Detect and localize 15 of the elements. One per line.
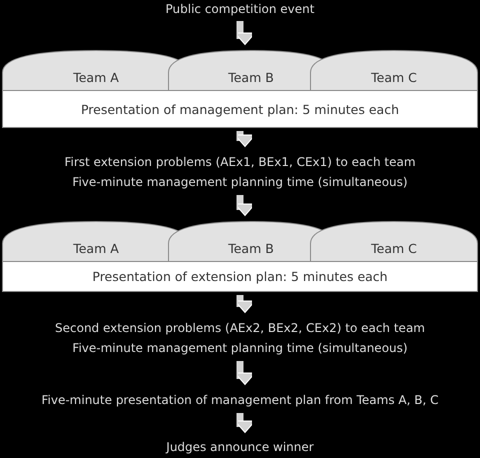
step-text: Second extension problems (AEx2, BEx2, CEx2) to each team — [55, 320, 425, 337]
team-label: Team A — [73, 241, 119, 256]
presentation-bar: Presentation of management plan: 5 minutes each — [2, 90, 478, 128]
step-text: Public competition event — [166, 1, 314, 18]
step-text: Five-minute management planning time (simultaneous) — [72, 174, 408, 191]
team-label: Team A — [73, 70, 119, 85]
team-label: Team B — [228, 241, 274, 256]
step-text: First extension problems (AEx1, BEx1, CEx1) to each team — [64, 154, 416, 171]
team-label: Team C — [371, 241, 417, 256]
team-label: Team B — [228, 70, 274, 85]
step-text: Five-minute management planning time (simultaneous) — [72, 340, 408, 357]
presentation-bar: Presentation of extension plan: 5 minutes each — [2, 261, 478, 292]
step-text: Five-minute presentation of management plan from Teams A, B, C — [42, 392, 438, 409]
team-label: Team C — [371, 70, 417, 85]
step-text: Judges announce winner — [166, 439, 314, 456]
